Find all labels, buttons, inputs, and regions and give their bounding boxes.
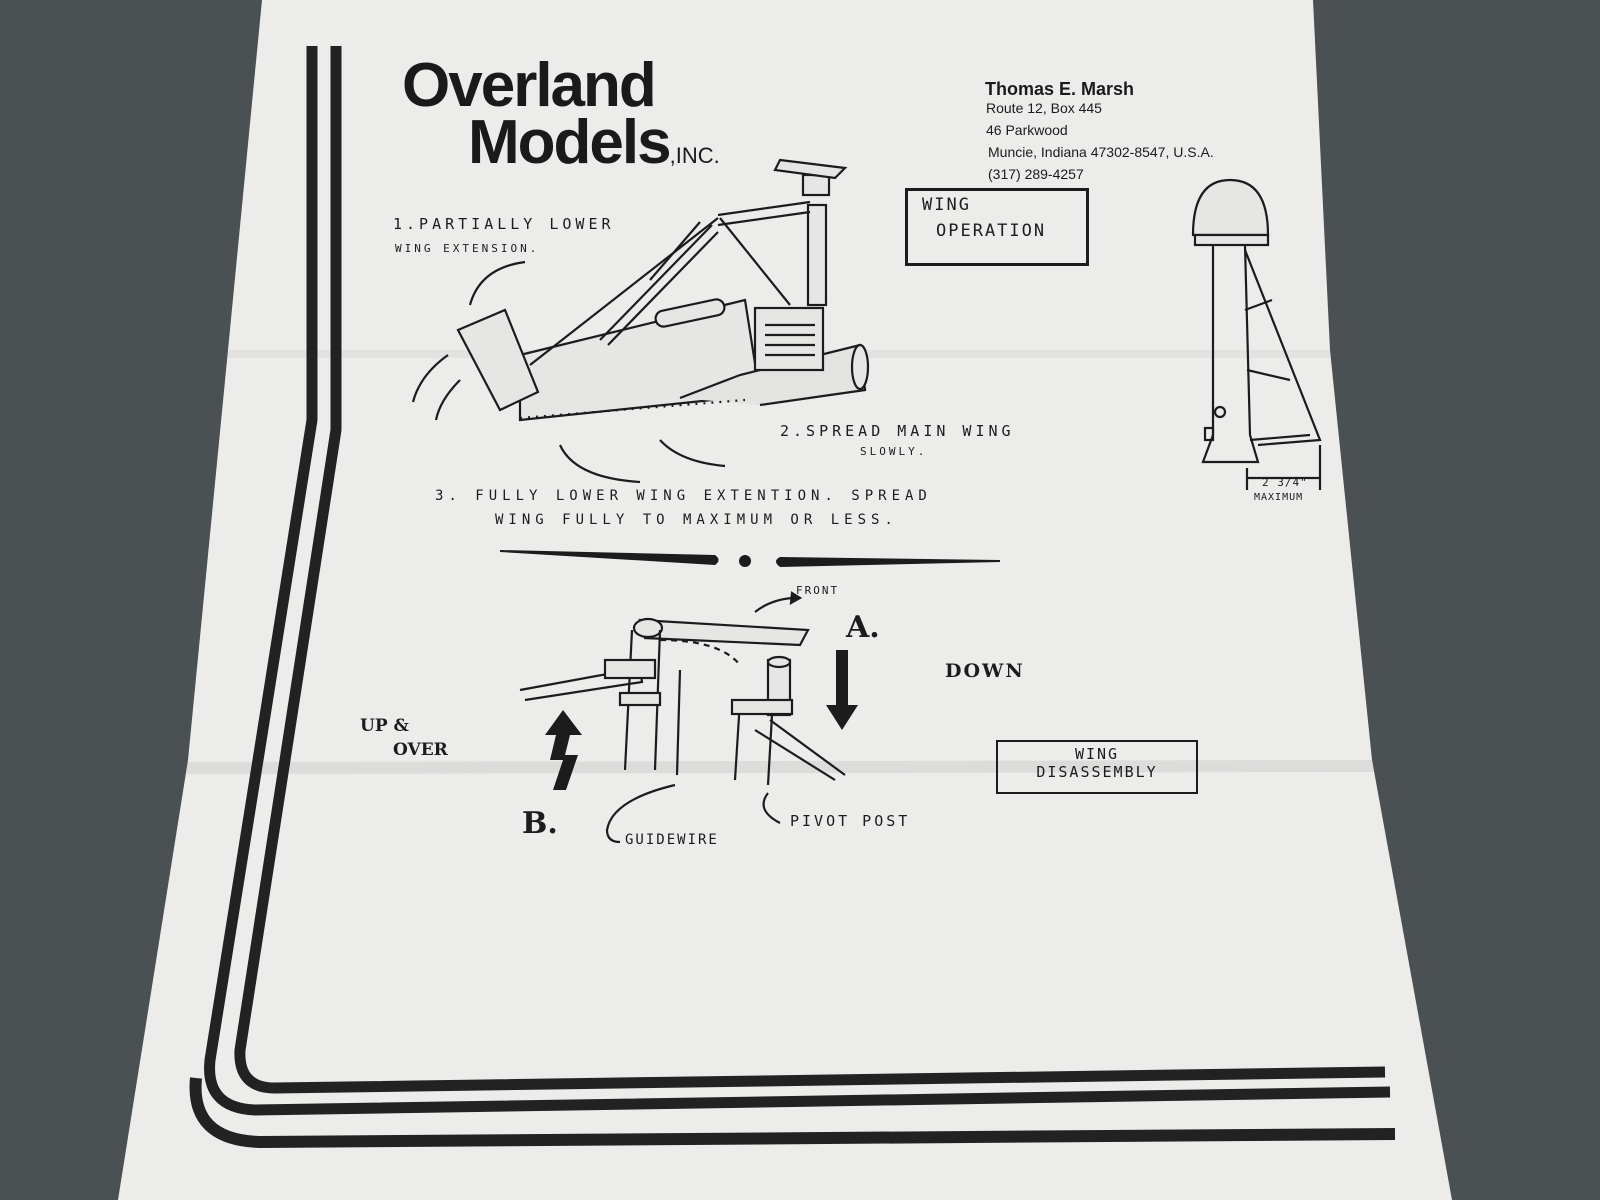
step-b-label: B. (522, 806, 558, 841)
up-over-arrow (545, 710, 582, 790)
disassembly-drawing (519, 591, 846, 844)
wing-operation-box: Wing Operation (905, 188, 1089, 266)
step1-line-2: wing extension. (395, 242, 540, 255)
step3-line-2: wing fully to maximum or less. (495, 512, 898, 528)
step2-line-1: 2.Spread main wing (780, 422, 1015, 440)
up-over-line-2: OVER (393, 740, 448, 760)
dimension-value: 2 3/4" (1262, 476, 1308, 489)
address-line-1: Route 12, Box 445 (986, 100, 1102, 116)
up-over-line-1: UP & (360, 716, 409, 736)
wing-disassembly-title-1: Wing (1074, 745, 1120, 763)
front-label: Front (796, 584, 840, 597)
step1-line-1: 1.Partially lower (393, 215, 615, 233)
divider-flourish (500, 550, 1000, 567)
fold-crease-lower (186, 760, 1374, 774)
step2-line-2: slowly. (860, 445, 928, 458)
sender-name: Thomas E. Marsh (985, 79, 1135, 99)
vehicle-drawing (411, 158, 870, 484)
logo-inc: ,INC. (669, 143, 720, 168)
logo-line-1: Overland (402, 51, 657, 120)
down-label: DOWN (945, 660, 1025, 682)
address-line-3: Muncie, Indiana 47302-8547, U.S.A. (988, 144, 1214, 160)
wing-operation-title-1: Wing (922, 195, 971, 215)
step3-line-1: 3. Fully lower wing extention. Spread (435, 488, 932, 504)
logo-line-2: Models,INC. (468, 112, 720, 187)
wing-operation-title-2: Operation (936, 221, 1047, 241)
step-a-label: A. (846, 610, 880, 645)
stripe-outer (204, 46, 1391, 1116)
rear-view-drawing (1191, 178, 1322, 490)
border-stripes (189, 46, 1396, 1149)
dimension-label: Maximum (1254, 492, 1304, 503)
wing-disassembly-box: Wing Disassembly (996, 740, 1198, 794)
wing-disassembly-title-2: Disassembly (1036, 763, 1158, 781)
guide-wire-label: GuideWire (625, 832, 719, 848)
phone-number: (317) 289-4257 (988, 166, 1084, 182)
address-line-2: 46 Parkwood (986, 122, 1068, 138)
stripe-inner (234, 46, 1386, 1094)
logo-models: Models (468, 108, 672, 177)
pivot-post-label: Pivot Post (790, 812, 911, 830)
stripe-bottom (189, 1077, 1396, 1149)
down-arrow (826, 650, 858, 730)
